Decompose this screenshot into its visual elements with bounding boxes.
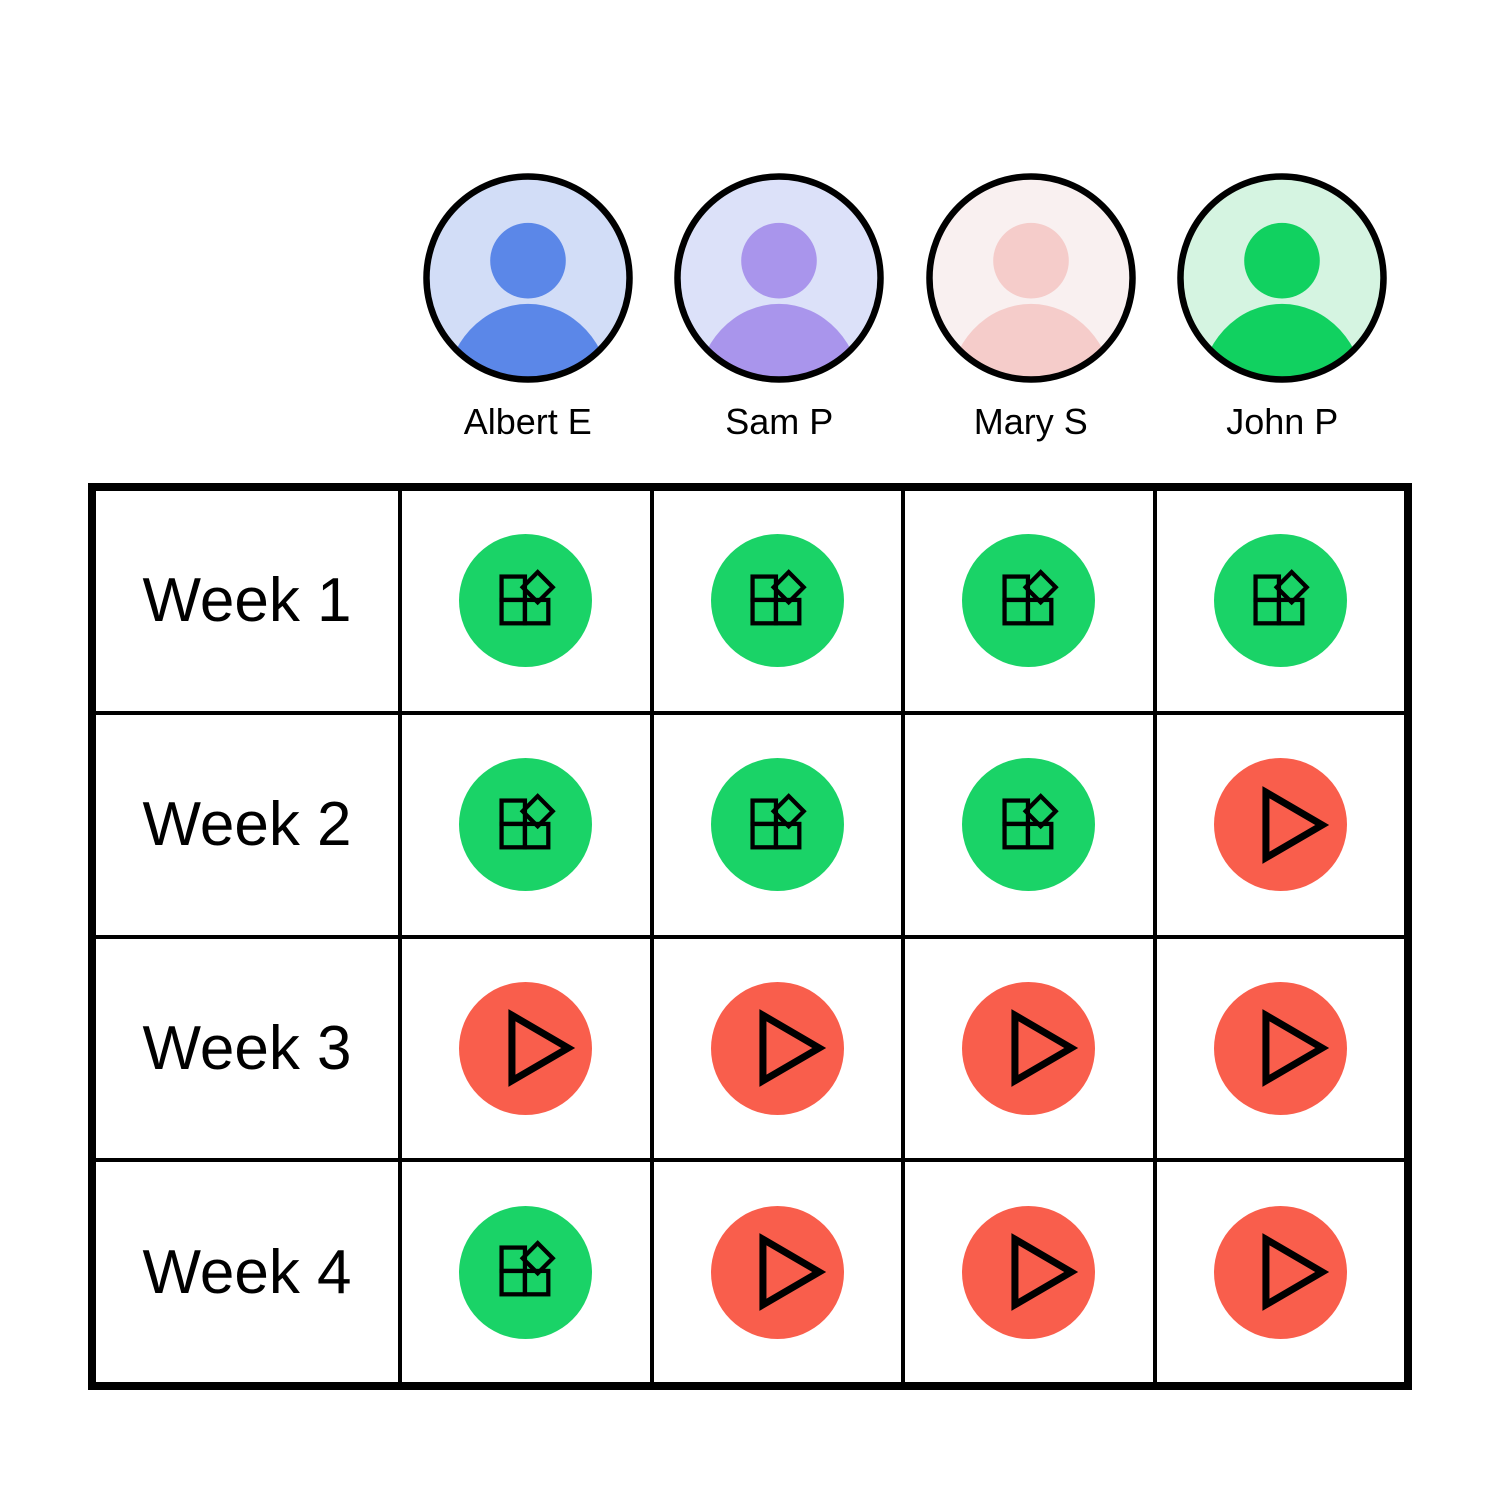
status-circle [459,758,593,892]
status-circle [962,1205,1096,1339]
status-circle [710,534,844,668]
status-circle [710,758,844,892]
blocks-icon [499,569,556,626]
status-circle [962,981,1096,1115]
status-cell [402,714,650,935]
avatar-ring [674,173,885,383]
person-name: Sam P [725,401,834,442]
avatar [674,173,885,383]
play-icon [759,1233,827,1312]
avatar-body [1200,303,1365,380]
status-circle [962,534,1096,668]
play-icon [759,1009,827,1088]
person-name: Albert E [463,401,592,442]
status-circle [459,534,593,668]
status-cell [1156,714,1404,935]
status-cell [905,1162,1153,1382]
status-cell [653,714,901,935]
week-label: Week 2 [96,714,398,935]
status-cell [1156,938,1404,1159]
blocks-icon [750,569,807,626]
people-header: Albert E Sam P [402,170,1408,444]
status-circle [1213,1205,1347,1339]
person-column-mary: Mary S [905,170,1157,444]
avatar-head [489,222,566,299]
avatar-head [1244,222,1321,299]
avatar-body [697,303,862,380]
status-cell [402,491,650,711]
person-column-sam: Sam P [654,170,906,444]
avatar-ring [925,173,1136,383]
blocks-icon [1253,569,1310,626]
status-cell [653,938,901,1159]
status-cell [905,714,1153,935]
play-icon [1262,1009,1330,1088]
status-circle [459,981,593,1115]
week-label: Week 3 [96,938,398,1159]
person-name: John P [1226,401,1339,442]
weekly-status-table: Week 1 Week 2 [88,483,1412,1390]
avatar-head [992,222,1069,299]
blocks-icon [1002,792,1059,850]
status-cell [402,1162,650,1382]
status-cell [653,491,901,711]
blocks-icon [1002,569,1059,626]
person-name: Mary S [973,401,1088,442]
play-icon [1262,785,1330,864]
status-circle [459,1205,593,1339]
week-label: Week 4 [96,1162,398,1382]
avatar-head [741,222,818,299]
play-icon [1011,1233,1078,1312]
avatar [1177,173,1388,383]
week-label: Week 1 [96,491,398,711]
status-circle [1213,534,1347,668]
status-circle [1213,981,1347,1115]
status-cell [905,491,1153,711]
play-icon [1262,1233,1330,1312]
status-cell [653,1162,901,1382]
person-column-albert: Albert E [402,170,654,444]
status-circle [710,1205,844,1339]
person-column-john: John P [1157,170,1409,444]
status-circle [962,758,1096,892]
status-circle [710,981,844,1115]
blocks-icon [750,792,807,850]
avatar-ring [1177,173,1388,383]
blocks-icon [499,1240,556,1297]
blocks-icon [499,792,556,850]
status-cell [402,938,650,1159]
status-circle [1213,758,1347,892]
avatar-ring [422,173,633,383]
play-icon [1011,1009,1078,1088]
status-cell [1156,1162,1404,1382]
play-icon [508,1009,575,1088]
avatar [925,173,1136,383]
status-cell [1156,491,1404,711]
avatar [422,173,633,383]
status-cell [905,938,1153,1159]
avatar-body [445,303,610,380]
avatar-body [948,303,1113,380]
